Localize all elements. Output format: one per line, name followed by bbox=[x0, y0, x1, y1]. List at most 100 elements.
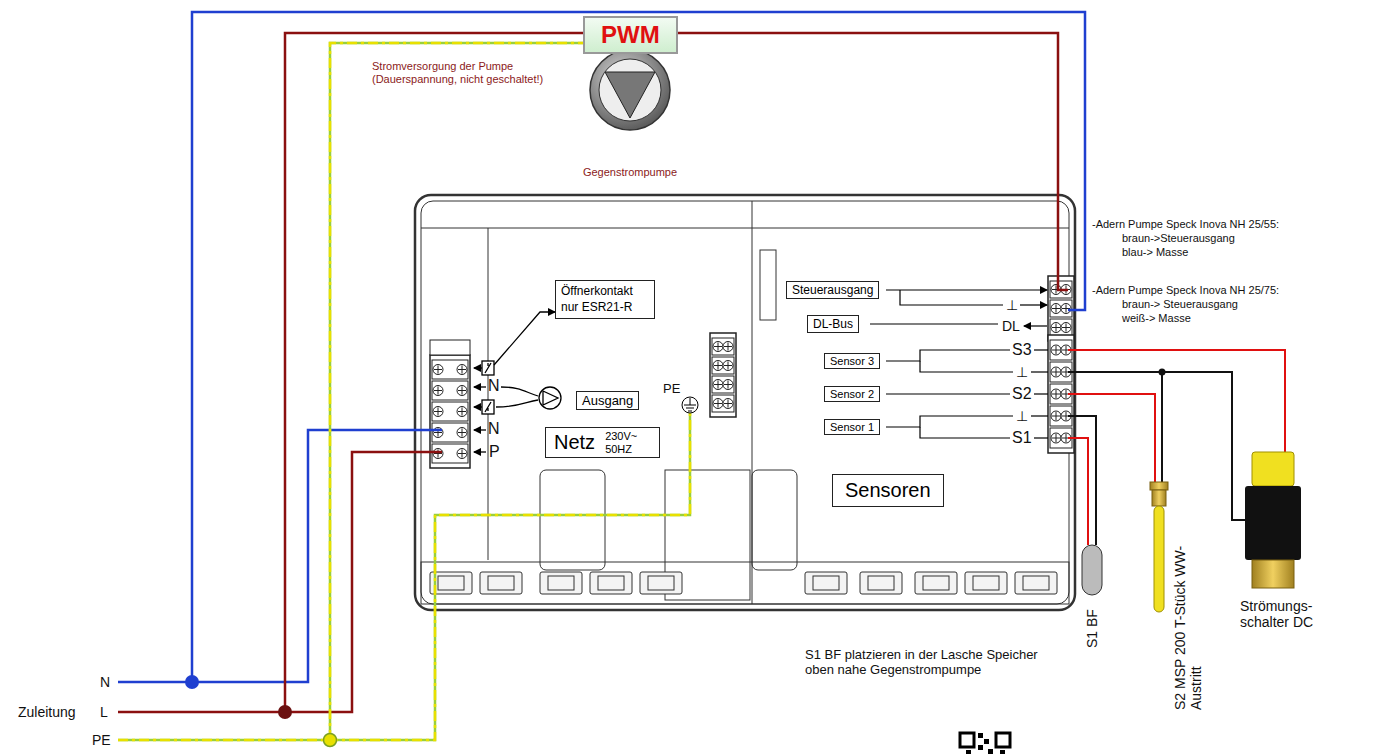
pump-triangle bbox=[605, 72, 655, 118]
terminal-cell bbox=[712, 376, 734, 393]
cable-gland bbox=[548, 576, 574, 590]
cable-gland bbox=[973, 576, 999, 590]
cable-glands bbox=[430, 572, 1057, 594]
cable-gland bbox=[965, 572, 1007, 594]
cable-gland bbox=[1015, 572, 1057, 594]
cable-gland bbox=[868, 576, 894, 590]
cable-gland bbox=[590, 572, 632, 594]
cable-gland bbox=[648, 576, 674, 590]
cable-gland bbox=[813, 576, 839, 590]
terminal-screw bbox=[433, 407, 443, 417]
controller-housing bbox=[415, 195, 1075, 610]
terminal-name: N bbox=[488, 377, 500, 395]
conductor-name: L bbox=[100, 704, 108, 720]
cable-gland bbox=[915, 572, 957, 594]
pump-housing bbox=[590, 50, 670, 130]
terminal-screw bbox=[1052, 412, 1060, 420]
node-label: Öffnerkontakt nur ESR21-R bbox=[561, 284, 649, 315]
sensors-box: Sensoren bbox=[832, 474, 944, 507]
wire-note: -Adern Pumpe Speck Inova NH 25/55: bbox=[1092, 218, 1279, 231]
terminal-screw bbox=[723, 380, 733, 390]
terminal-screw bbox=[724, 400, 732, 408]
terminal-cell bbox=[432, 444, 468, 463]
terminal-screw bbox=[457, 407, 467, 417]
note-box: Öffnerkontakt nur ESR21-R bbox=[555, 280, 655, 319]
node-label: Ausgang bbox=[582, 393, 633, 408]
note: Stromversorgung der Pumpe (Dauerspannung… bbox=[372, 60, 572, 85]
terminal-name: N bbox=[488, 420, 500, 438]
terminal-blocks bbox=[430, 276, 1074, 468]
qr-module bbox=[988, 749, 993, 754]
terminal-screw bbox=[434, 408, 442, 416]
qr-finder bbox=[960, 733, 974, 747]
qr-module bbox=[1000, 750, 1005, 754]
terminal-screw bbox=[458, 450, 466, 458]
terminal-screw bbox=[458, 408, 466, 416]
terminal-screw bbox=[713, 342, 723, 352]
cable-gland bbox=[488, 576, 514, 590]
terminal-screw bbox=[1052, 368, 1060, 376]
pump-illustration bbox=[560, 46, 700, 178]
terminal-screw bbox=[713, 399, 723, 409]
terminal-block bbox=[710, 333, 736, 417]
conductor-name: N bbox=[100, 674, 110, 690]
pump-rotor bbox=[599, 59, 661, 121]
terminal-cell bbox=[432, 360, 468, 379]
terminal-name: ⊥ bbox=[1016, 364, 1028, 380]
terminal-screw bbox=[1051, 433, 1061, 443]
output-box: Ausgang bbox=[576, 391, 639, 410]
sensor-box: Sensor 3 bbox=[824, 353, 880, 369]
cable-gland bbox=[805, 572, 847, 594]
terminal-cell bbox=[1050, 319, 1072, 336]
terminal-screw bbox=[1051, 304, 1061, 314]
qr-finder bbox=[996, 733, 1010, 747]
cable-gland bbox=[1023, 576, 1049, 590]
node-label: DL-Bus bbox=[813, 317, 853, 331]
terminal-screw bbox=[1052, 390, 1060, 398]
terminal-cell bbox=[712, 395, 734, 412]
control-output-box: Steuerausgang bbox=[786, 281, 879, 299]
sensor-label: S2 MSP 200 T-Stück WW-Austritt bbox=[1172, 538, 1204, 710]
terminal-screw bbox=[457, 428, 467, 438]
node-label: PWM bbox=[601, 21, 660, 49]
terminal-name: ⊥ bbox=[1016, 408, 1028, 424]
wire-note: braun-> Steuerausgang bbox=[1122, 298, 1238, 311]
terminal-cell bbox=[432, 381, 468, 400]
qr-module bbox=[966, 750, 971, 754]
earth-symbol bbox=[682, 397, 698, 413]
bus-box: DL-Bus bbox=[807, 315, 859, 333]
qr-code bbox=[960, 733, 1010, 754]
terminal-cell bbox=[432, 402, 468, 421]
terminal-name: DL bbox=[1002, 318, 1020, 334]
sensor-label: S1 BF bbox=[1084, 596, 1100, 648]
sensor-s2 bbox=[1150, 482, 1168, 612]
node-sublabel: 230V~ 50HZ bbox=[605, 430, 651, 455]
terminal-screw bbox=[714, 343, 722, 351]
cable-gland bbox=[430, 572, 472, 594]
note: S1 BF platzieren in der Lasche Speicher … bbox=[805, 648, 1050, 678]
qr-module bbox=[978, 745, 983, 750]
terminal-screw bbox=[1051, 389, 1061, 399]
terminal-screw bbox=[457, 386, 467, 396]
terminal-screw bbox=[1052, 434, 1060, 442]
terminal-name: S1 bbox=[1012, 429, 1032, 447]
terminal-screw bbox=[723, 399, 733, 409]
cable-gland bbox=[923, 576, 949, 590]
terminal-block bbox=[430, 340, 470, 355]
terminal-screw bbox=[714, 362, 722, 370]
wire-note: braun->Steuerausgang bbox=[1122, 232, 1235, 245]
terminal-name: PE bbox=[663, 382, 680, 397]
terminal-screw bbox=[433, 386, 443, 396]
node-label: Sensor 2 bbox=[830, 388, 874, 400]
terminal-screw bbox=[433, 365, 443, 375]
terminal-cell bbox=[1050, 300, 1072, 317]
terminal-name: S2 bbox=[1012, 385, 1032, 403]
terminal-screw bbox=[457, 449, 467, 459]
node-label: Sensor 1 bbox=[830, 421, 874, 433]
terminal-name: S3 bbox=[1012, 341, 1032, 359]
terminal-screw bbox=[1062, 305, 1070, 313]
terminal-screw bbox=[1061, 323, 1071, 333]
terminal-screw bbox=[458, 366, 466, 374]
node-label: Sensoren bbox=[845, 479, 931, 502]
